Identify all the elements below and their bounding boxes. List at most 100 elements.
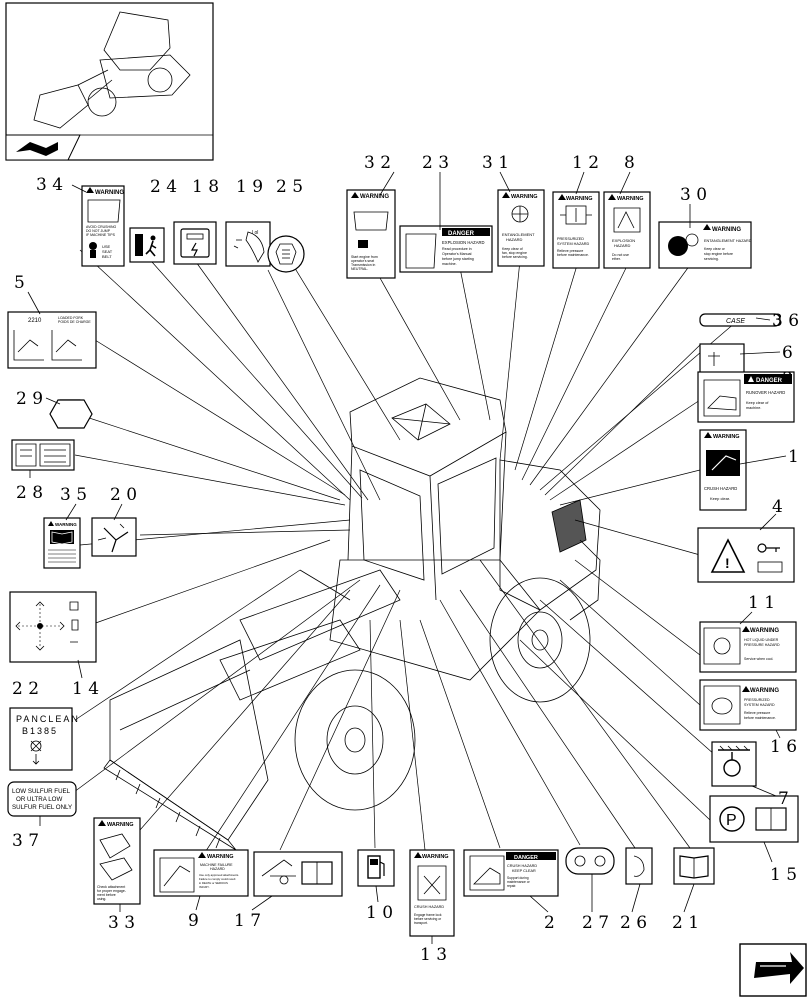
callout-30: 3 0 <box>680 185 707 205</box>
svg-text:WARNING: WARNING <box>55 522 77 527</box>
svg-text:ment before: ment before <box>97 893 116 897</box>
page-forward-arrow-icon[interactable] <box>739 943 807 997</box>
decal-17 <box>253 851 343 897</box>
decal-30: WARNING ENTANGLEMENT HAZARD Keep clear o… <box>658 221 752 269</box>
svg-text:Keep clear.: Keep clear. <box>710 496 730 501</box>
decal-28 <box>11 439 75 471</box>
callout-28: 2 8 <box>16 483 43 503</box>
corner-arrow-icon <box>16 142 58 156</box>
callout-35: 3 5 <box>60 485 87 505</box>
decal-34: WARNING AVOID CRUSHING DO NOT JUMP IF MA… <box>81 185 125 267</box>
decal-20 <box>91 517 137 557</box>
svg-text:Service when cool.: Service when cool. <box>744 657 773 661</box>
callout-32: 3 2 <box>364 153 391 173</box>
decal-5: 2210 LOADED FORK POIDS DE CHARGE <box>7 311 97 369</box>
svg-text:Keep clear or: Keep clear or <box>704 247 726 251</box>
decal-37: LOW SULFUR FUEL OR ULTRA LOW SULFUR FUEL… <box>7 781 77 817</box>
decal-24 <box>129 227 165 263</box>
callout-6: 6 <box>782 343 793 363</box>
svg-text:RUNOVER HAZARD: RUNOVER HAZARD <box>746 390 785 395</box>
callout-21: 2 1 <box>672 913 699 933</box>
svg-text:SYSTEM HAZARD: SYSTEM HAZARD <box>557 242 590 246</box>
svg-text:IF MACHINE TIPS: IF MACHINE TIPS <box>86 233 116 237</box>
decal-11: WARNING HOT LIQUID UNDER PRESSURE HAZARD… <box>699 621 797 673</box>
callout-16: 1 6 <box>770 737 797 757</box>
svg-text:using.: using. <box>97 897 106 901</box>
callout-34: 3 4 <box>36 175 63 195</box>
callout-37: 3 7 <box>12 831 39 851</box>
svg-text:CRUSH HAZARD: CRUSH HAZARD <box>414 905 444 909</box>
callout-9: 9 <box>188 911 199 931</box>
svg-text:HAZARD: HAZARD <box>614 243 631 248</box>
callout-27: 2 7 <box>582 913 609 933</box>
svg-text:DANGER: DANGER <box>448 231 475 237</box>
callout-26: 2 6 <box>620 913 647 933</box>
decal-19: l ol <box>225 221 271 267</box>
svg-text:USE: USE <box>102 244 111 249</box>
svg-text:before servicing.: before servicing. <box>502 255 528 259</box>
callout-1: 1 <box>788 447 799 467</box>
svg-text:in DEATH or SERIOUS: in DEATH or SERIOUS <box>199 881 228 885</box>
svg-text:EXPLOSION HAZARD: EXPLOSION HAZARD <box>442 240 485 245</box>
callout-11: 1 1 <box>748 593 775 613</box>
svg-text:transport.: transport. <box>414 921 428 925</box>
leader-lines <box>69 249 737 861</box>
decal-27 <box>565 847 615 875</box>
callout-19: 1 9 <box>236 177 263 197</box>
decal-2: DANGER CRUSH HAZARD KEEP CLEAR Support d… <box>463 849 559 897</box>
callout-31: 3 1 <box>482 153 509 173</box>
decal-4: ! <box>697 527 795 583</box>
decal-33: WARNING Check attachment for proper enga… <box>93 817 141 905</box>
callout-24: 2 4 <box>150 177 177 197</box>
svg-text:PRESSURIZED: PRESSURIZED <box>557 237 584 241</box>
svg-text:servicing.: servicing. <box>704 257 719 261</box>
decal-25 <box>267 235 305 273</box>
svg-text:INJURY.: INJURY. <box>199 885 210 889</box>
callout-13: 1 3 <box>420 945 447 965</box>
svg-text:l ol: l ol <box>252 230 258 236</box>
svg-text:ether.: ether. <box>612 257 621 261</box>
svg-text:PRESSURIZED: PRESSURIZED <box>744 698 770 702</box>
callout-14: 1 4 <box>72 679 99 699</box>
decal-10 <box>357 849 395 887</box>
callout-15: 1 5 <box>770 865 797 885</box>
svg-text:LOADED FORK: LOADED FORK <box>58 316 84 320</box>
svg-text:ENTANGLEMENT: ENTANGLEMENT <box>502 232 535 237</box>
svg-text:Support during: Support during <box>507 876 529 880</box>
svg-text:KEEP CLEAR: KEEP CLEAR <box>512 869 536 873</box>
svg-text:EXPLOSION: EXPLOSION <box>612 238 635 243</box>
svg-text:Start engine from: Start engine from <box>351 255 378 259</box>
svg-text:WARNING: WARNING <box>207 854 234 860</box>
callout-8: 8 <box>624 153 635 173</box>
callout-5: 5 <box>14 273 25 293</box>
svg-text:DO NOT JUMP: DO NOT JUMP <box>86 229 111 233</box>
decal-14 <box>9 591 97 663</box>
svg-text:WARNING: WARNING <box>750 628 779 634</box>
svg-text:WARNING: WARNING <box>712 227 741 233</box>
callout-36: 3 6 <box>772 311 799 331</box>
svg-text:SYSTEM HAZARD: SYSTEM HAZARD <box>744 703 775 707</box>
callout-7: 7 <box>778 789 789 809</box>
machine-thumbnail <box>5 2 214 161</box>
svg-text:machine.: machine. <box>442 262 457 266</box>
decal-26 <box>625 847 653 885</box>
svg-text:Do not use: Do not use <box>612 253 629 257</box>
svg-text:before maintenance.: before maintenance. <box>557 253 589 257</box>
decal-1: WARNING CRUSH HAZARD Keep clear. <box>699 429 747 511</box>
callout-29: 2 9 <box>16 389 43 409</box>
decal-13: WARNING CRUSH HAZARD Engage frame lock b… <box>409 849 455 937</box>
callout-23: 2 3 <box>422 153 449 173</box>
svg-text:Operator's Manual: Operator's Manual <box>442 252 472 256</box>
svg-text:Engage frame lock: Engage frame lock <box>414 913 442 917</box>
svg-text:HAZARD: HAZARD <box>210 867 225 871</box>
svg-text:B1385: B1385 <box>22 726 58 736</box>
svg-text:before jump starting: before jump starting <box>442 257 474 261</box>
svg-text:ENTANGLEMENT HAZARD: ENTANGLEMENT HAZARD <box>704 239 752 243</box>
decal-15: P <box>709 795 799 843</box>
svg-text:CASE: CASE <box>726 318 745 325</box>
svg-text:DANGER: DANGER <box>514 855 538 861</box>
callout-18: 1 8 <box>192 177 219 197</box>
callout-17: 1 7 <box>234 911 261 931</box>
callout-numbers: 3 4 2 4 1 8 1 9 2 5 3 2 2 3 3 1 1 2 8 3 … <box>12 153 799 965</box>
svg-text:repair.: repair. <box>507 884 516 888</box>
